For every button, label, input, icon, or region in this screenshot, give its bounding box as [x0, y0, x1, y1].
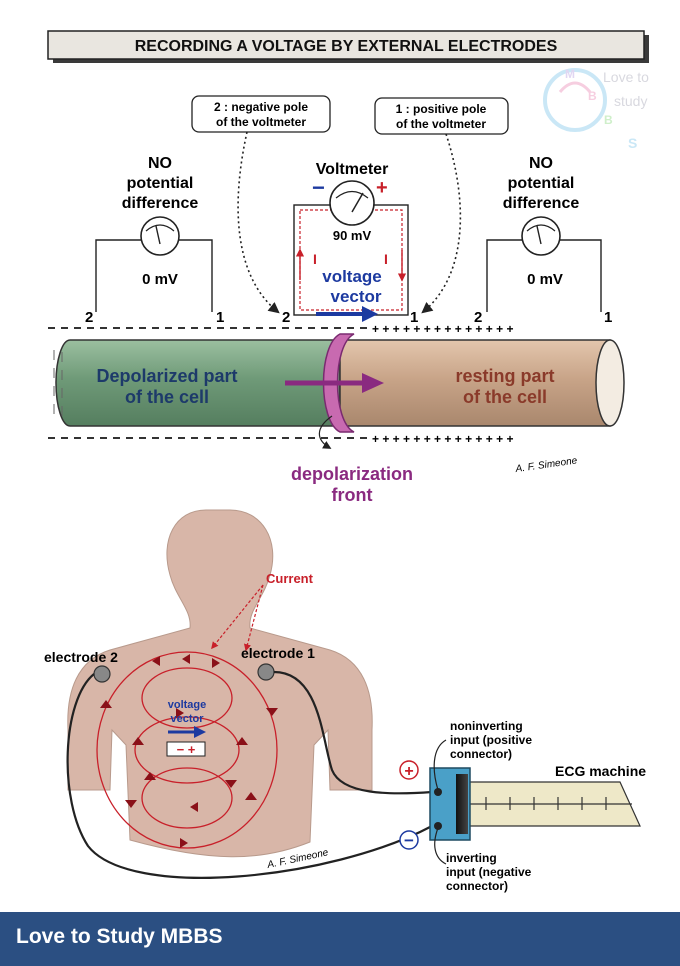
plus-row-bottom: + + + + + + + + + + + + + +: [372, 432, 513, 446]
plus-row-top: + + + + + + + + + + + + + +: [372, 322, 513, 336]
footer-text: Love to Study MBBS: [16, 925, 223, 948]
cell-cylinder: + + + + + + + + + + + + + + + + + + + + …: [48, 322, 625, 505]
depolarization-front-ring: [322, 333, 355, 433]
body-vector-label-1: voltage: [168, 699, 207, 711]
center-meter-terminal-1: 1: [410, 309, 418, 326]
left-meter-label-1: NO: [148, 155, 172, 172]
negative-pole-line-2: of the voltmeter: [216, 115, 306, 129]
front-label-2: front: [332, 485, 373, 505]
watermark-text-1: Love to: [603, 69, 649, 85]
torso-silhouette: [67, 509, 373, 858]
inverting-line-3: connector): [446, 879, 508, 893]
positive-connector-sign: [399, 760, 419, 780]
right-meter-label-3: difference: [503, 195, 580, 212]
inverting-line-2: input (negative: [446, 865, 532, 879]
noninverting-line-2: input (positive: [450, 733, 532, 747]
footer-banner: Love to Study MBBS: [0, 912, 680, 966]
negative-pole-line-1: 2 : negative pole: [214, 100, 308, 114]
right-voltmeter: NO potential difference 0 mV 2 1: [474, 155, 612, 326]
right-meter-label-2: potential: [508, 175, 575, 192]
watermark-letter-b2: B: [604, 113, 613, 127]
left-voltmeter: NO potential difference 0 mV 2 1: [85, 155, 224, 326]
positive-pole-pointer: [421, 133, 462, 314]
current-field-lines: [96, 651, 278, 849]
electrode-1: [257, 663, 275, 681]
right-meter-dial: [521, 216, 561, 256]
depolarized-label-1: Depolarized part: [96, 366, 237, 386]
electrode-2-label: electrode 2: [44, 649, 118, 665]
dipole-signs: − +: [177, 742, 196, 757]
current-direction-arrows: [100, 654, 278, 848]
watermark-letter-s: S: [628, 135, 637, 151]
positive-pole-line-1: 1 : positive pole: [396, 102, 487, 116]
watermark-letter-m: M: [565, 67, 575, 81]
title-banner: RECORDING A VOLTAGE BY EXTERNAL ELECTROD…: [47, 30, 649, 63]
center-vector-label-2: vector: [330, 287, 381, 306]
center-vector-label-1: voltage: [322, 267, 382, 286]
electrode-1-label: electrode 1: [241, 645, 315, 661]
positive-connector-plus: +: [404, 763, 413, 780]
left-meter-value: 0 mV: [142, 271, 178, 288]
watermark-letter-b1: B: [588, 89, 597, 103]
resting-label-1: resting part: [455, 366, 554, 386]
left-meter-terminal-2: 2: [85, 309, 93, 326]
page-title: RECORDING A VOLTAGE BY EXTERNAL ELECTROD…: [135, 38, 558, 55]
lead-wire-2: [66, 673, 433, 879]
left-meter-label-2: potential: [127, 175, 194, 192]
body-vector-label-2: vector: [170, 713, 204, 725]
watermark-logo: Love to study M B B S: [543, 67, 649, 151]
resting-label-2: of the cell: [463, 387, 547, 407]
center-meter-plus: +: [376, 177, 388, 199]
center-meter-dial: [329, 180, 375, 226]
left-meter-label-3: difference: [122, 195, 199, 212]
noninverting-line-3: connector): [450, 747, 512, 761]
inverting-line-1: inverting: [446, 851, 497, 865]
right-meter-value: 0 mV: [527, 271, 563, 288]
negative-pole-callout: 2 : negative pole of the voltmeter: [191, 95, 331, 133]
current-label-left: I: [313, 251, 317, 267]
center-voltmeter: Voltmeter − + 90 mV I I voltage vector 2…: [282, 161, 418, 326]
center-meter-label: Voltmeter: [316, 161, 389, 178]
noninverting-line-1: noninverting: [450, 719, 523, 733]
right-meter-label-1: NO: [529, 155, 553, 172]
current-label: Current: [266, 571, 314, 586]
torso-figure: Current voltage vector − + electrode 2 e…: [44, 509, 373, 871]
center-meter-value: 90 mV: [333, 228, 372, 243]
left-meter-terminal-1: 1: [216, 309, 224, 326]
ecg-machine-label: ECG machine: [555, 763, 646, 779]
right-meter-terminal-2: 2: [474, 309, 482, 326]
center-meter-terminal-2: 2: [282, 309, 290, 326]
positive-pole-callout: 1 : positive pole of the voltmeter: [374, 97, 509, 135]
negative-connector-sign: [399, 830, 419, 850]
dipole-box: [166, 741, 206, 757]
positive-pole-line-2: of the voltmeter: [396, 117, 486, 131]
ecg-machine: + − ECG machine noninverting input (posi…: [399, 719, 646, 893]
right-meter-terminal-1: 1: [604, 309, 612, 326]
center-meter-minus: −: [312, 175, 325, 200]
signature-top: A. F. Simeone: [514, 455, 578, 475]
front-label-1: depolarization: [291, 464, 413, 484]
negative-pole-pointer: [237, 131, 280, 314]
depolarized-region: [55, 339, 341, 427]
watermark-text-2: study: [614, 93, 647, 109]
left-meter-dial: [140, 216, 180, 256]
negative-connector-minus: −: [404, 831, 414, 850]
depolarized-label-2: of the cell: [125, 387, 209, 407]
electrode-2: [93, 665, 111, 683]
current-label-right: I: [384, 251, 388, 267]
lead-wire-1: [273, 670, 433, 795]
